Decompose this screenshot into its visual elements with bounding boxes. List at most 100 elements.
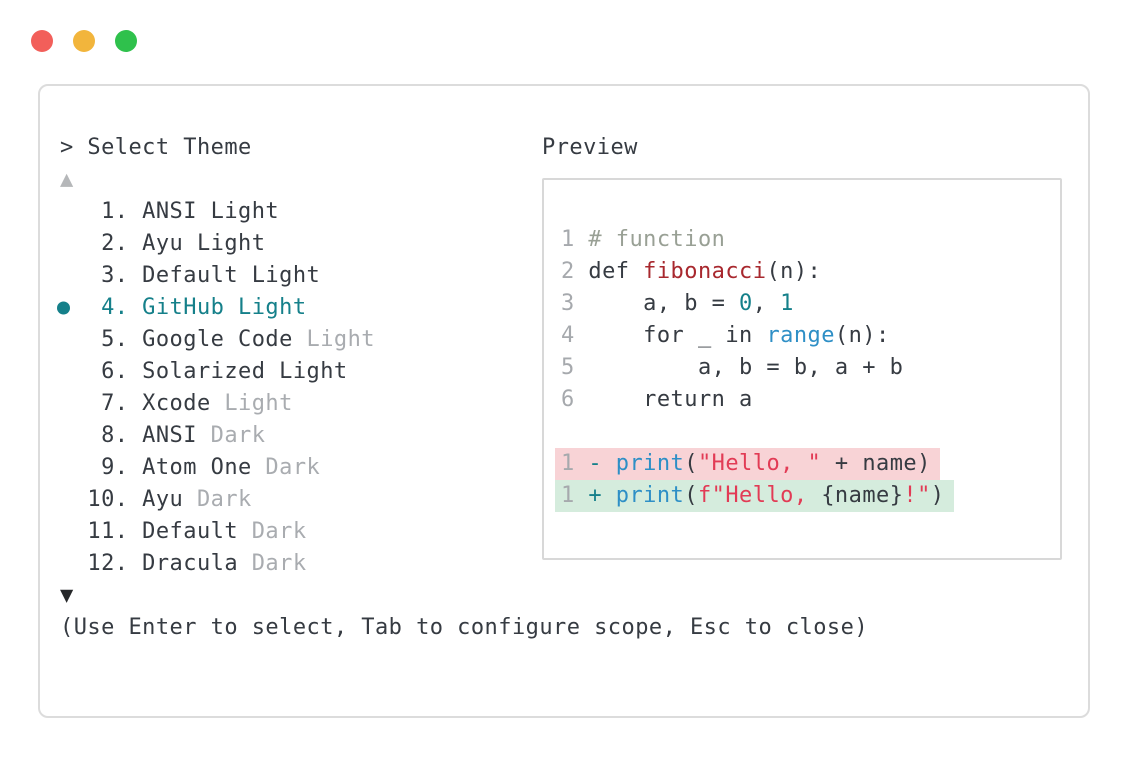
code-line-1: 1 # function	[561, 224, 1060, 256]
theme-list-column: > Select Theme ▲ 1. ANSI Light 2. Ayu Li…	[57, 132, 869, 644]
window-controls	[31, 30, 137, 52]
theme-option-ansi-dark[interactable]: 8. ANSI Dark	[60, 420, 868, 452]
selected-bullet-icon	[57, 301, 70, 315]
preview-title: Preview	[542, 135, 638, 160]
option-name: GitHub Light	[142, 295, 307, 320]
token-gutter: 3	[561, 291, 589, 316]
option-variant: Dark	[196, 423, 266, 448]
option-number: 12.	[60, 551, 143, 576]
option-name: ANSI	[142, 423, 197, 448]
token-comment: # function	[588, 227, 726, 252]
theme-option-default-dark[interactable]: 11. Default Dark	[60, 516, 868, 548]
token-sign: +	[588, 483, 616, 508]
token-plain: (	[684, 483, 698, 508]
minimize-button[interactable]	[73, 30, 95, 52]
code-line-6: 6 return a	[561, 384, 1060, 416]
token-string: "Hello, "	[697, 451, 822, 476]
theme-option-ayu-dark[interactable]: 10. Ayu Dark	[60, 484, 868, 516]
code-line-4: 4 for _ in range(n):	[561, 320, 1060, 352]
theme-selector-panel: > Select Theme ▲ 1. ANSI Light 2. Ayu Li…	[38, 84, 1090, 718]
token-sign: -	[588, 451, 616, 476]
prompt-caret: >	[60, 135, 74, 160]
option-number: 7.	[60, 391, 143, 416]
option-number: 1.	[60, 199, 143, 224]
token-gutter: 1	[561, 483, 589, 508]
option-number: 9.	[60, 455, 143, 480]
theme-option-xcode-light[interactable]: 7. Xcode Light	[60, 388, 868, 420]
option-name: Ayu Light	[142, 231, 266, 256]
option-name: Default Light	[142, 263, 321, 288]
theme-option-ansi-light[interactable]: 1. ANSI Light	[60, 196, 868, 228]
token-plain: {name}	[821, 483, 904, 508]
diff-highlight-added: 1 + print(f"Hello, {name}!")	[555, 480, 954, 512]
option-name: Google Code	[142, 327, 293, 352]
token-plain: (n):	[834, 323, 890, 348]
close-button[interactable]	[31, 30, 53, 52]
token-plain: return a	[588, 387, 753, 412]
option-variant: Dark	[183, 487, 252, 512]
theme-option-google-code-light[interactable]: 5. Google Code Light	[60, 324, 868, 356]
scroll-up-icon[interactable]: ▲	[60, 167, 74, 192]
option-name: Atom One	[142, 455, 252, 480]
token-gutter: 1	[561, 451, 589, 476]
blank-line	[561, 416, 1060, 448]
scroll-down-icon[interactable]: ▼	[60, 583, 74, 608]
token-call: print	[615, 483, 685, 508]
theme-option-default-light[interactable]: 3. Default Light	[60, 260, 868, 292]
option-number: 6.	[60, 359, 143, 384]
token-gutter: 1	[561, 227, 589, 252]
option-name: ANSI Light	[142, 199, 280, 224]
keyboard-hint: (Use Enter to select, Tab to configure s…	[60, 615, 869, 640]
option-variant: Light	[292, 327, 375, 352]
token-number: 0	[739, 291, 753, 316]
page-title: Select Theme	[87, 135, 252, 160]
zoom-button[interactable]	[115, 30, 137, 52]
code-line-3: 3 a, b = 0, 1	[561, 288, 1060, 320]
diff-highlight-removed: 1 - print("Hello, " + name)	[555, 448, 940, 480]
token-gutter: 2	[561, 259, 589, 284]
token-plain: a, b =	[588, 291, 740, 316]
code-line-2: 2 def fibonacci(n):	[561, 256, 1060, 288]
option-name: Dracula	[142, 551, 239, 576]
theme-option-dracula-dark[interactable]: 12. Dracula Dark	[60, 548, 868, 580]
option-name: Xcode	[142, 391, 211, 416]
option-name: Ayu	[142, 487, 184, 512]
select-theme-header: > Select Theme	[60, 132, 868, 164]
option-variant: Dark	[238, 551, 307, 576]
option-number: 3.	[60, 263, 143, 288]
token-plain: for _ in	[588, 323, 767, 348]
theme-option-solarized-light[interactable]: 6. Solarized Light	[60, 356, 868, 388]
option-number: 10.	[60, 487, 143, 512]
diff-line-added: 1 + print(f"Hello, {name}!")	[555, 480, 1060, 512]
theme-option-github-light[interactable]: 4. GitHub Light	[57, 292, 868, 324]
option-number: 8.	[60, 423, 143, 448]
option-number: 5.	[60, 327, 143, 352]
token-func: fibonacci	[643, 259, 767, 284]
token-gutter: 6	[561, 387, 589, 412]
token-gutter: 4	[561, 323, 589, 348]
option-number: 4.	[60, 295, 143, 320]
token-plain: + name)	[821, 451, 931, 476]
token-plain: def	[588, 259, 644, 284]
option-variant: Light	[210, 391, 293, 416]
token-call: range	[766, 323, 835, 348]
theme-option-ayu-light[interactable]: 2. Ayu Light	[60, 228, 868, 260]
theme-list: 1. ANSI Light 2. Ayu Light 3. Default Li…	[57, 196, 868, 580]
token-call: print	[615, 451, 685, 476]
token-plain: (n):	[766, 259, 822, 284]
code-line-5: 5 a, b = b, a + b	[561, 352, 1060, 384]
option-name: Solarized Light	[142, 359, 348, 384]
diff-line-removed: 1 - print("Hello, " + name)	[555, 448, 1060, 480]
option-name: Default	[142, 519, 239, 544]
token-plain: a, b = b, a + b	[588, 355, 904, 380]
option-number: 2.	[60, 231, 143, 256]
theme-option-atom-one-dark[interactable]: 9. Atom One Dark	[60, 452, 868, 484]
token-plain: )	[930, 483, 945, 508]
token-number: 1	[780, 291, 794, 316]
token-string: f"Hello,	[697, 483, 822, 508]
option-variant: Dark	[238, 519, 307, 544]
